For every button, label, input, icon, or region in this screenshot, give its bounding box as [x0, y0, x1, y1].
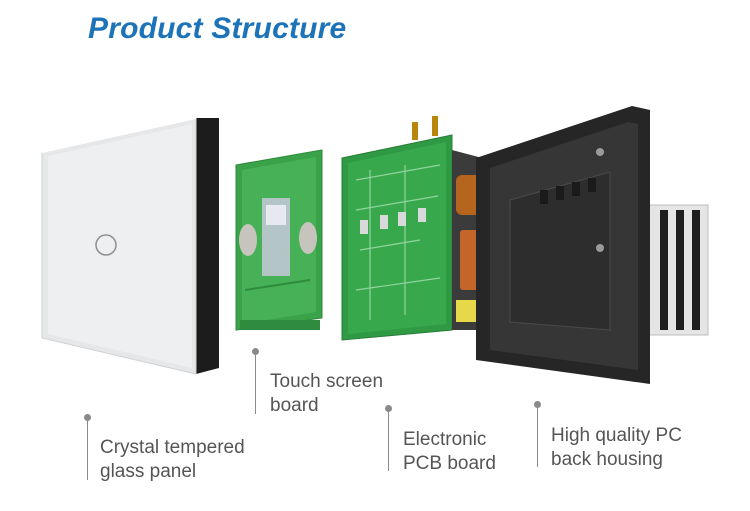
back-housing-label-line2: back housing: [551, 449, 663, 470]
pcb-board-part: [341, 116, 490, 341]
touch-button-icon: [95, 234, 117, 256]
pcb-board-label-line2: PCB board: [403, 453, 496, 474]
touch-board-marker: [252, 348, 259, 355]
back-housing-marker: [534, 401, 541, 408]
glass-panel-part: [41, 117, 219, 375]
glass-panel-leader: [87, 418, 88, 480]
pcb-board-leader: [388, 409, 389, 471]
touch-board-part: [235, 149, 323, 331]
back-housing-part: [476, 106, 709, 384]
pcb-board-label-line1: Electronic: [403, 429, 487, 450]
glass-panel-label-line2: glass panel: [100, 461, 197, 482]
back-housing-label-line1: High quality PC: [551, 425, 682, 446]
page-title: Product Structure: [88, 12, 347, 45]
back-housing-leader: [537, 405, 538, 467]
back-housing-label: High quality PC back housing: [551, 424, 682, 472]
pcb-board-marker: [385, 405, 392, 412]
touch-board-label-line2: board: [270, 395, 319, 416]
touch-board-label: Touch screen board: [270, 370, 383, 418]
glass-panel-marker: [84, 414, 91, 421]
touch-board-label-line1: Touch screen: [270, 371, 384, 392]
glass-panel-label: Crystal tempered glass panel: [100, 436, 245, 484]
pcb-board-label: Electronic PCB board: [403, 428, 496, 476]
glass-panel-label-line1: Crystal tempered: [100, 437, 245, 458]
touch-board-leader: [255, 352, 256, 414]
